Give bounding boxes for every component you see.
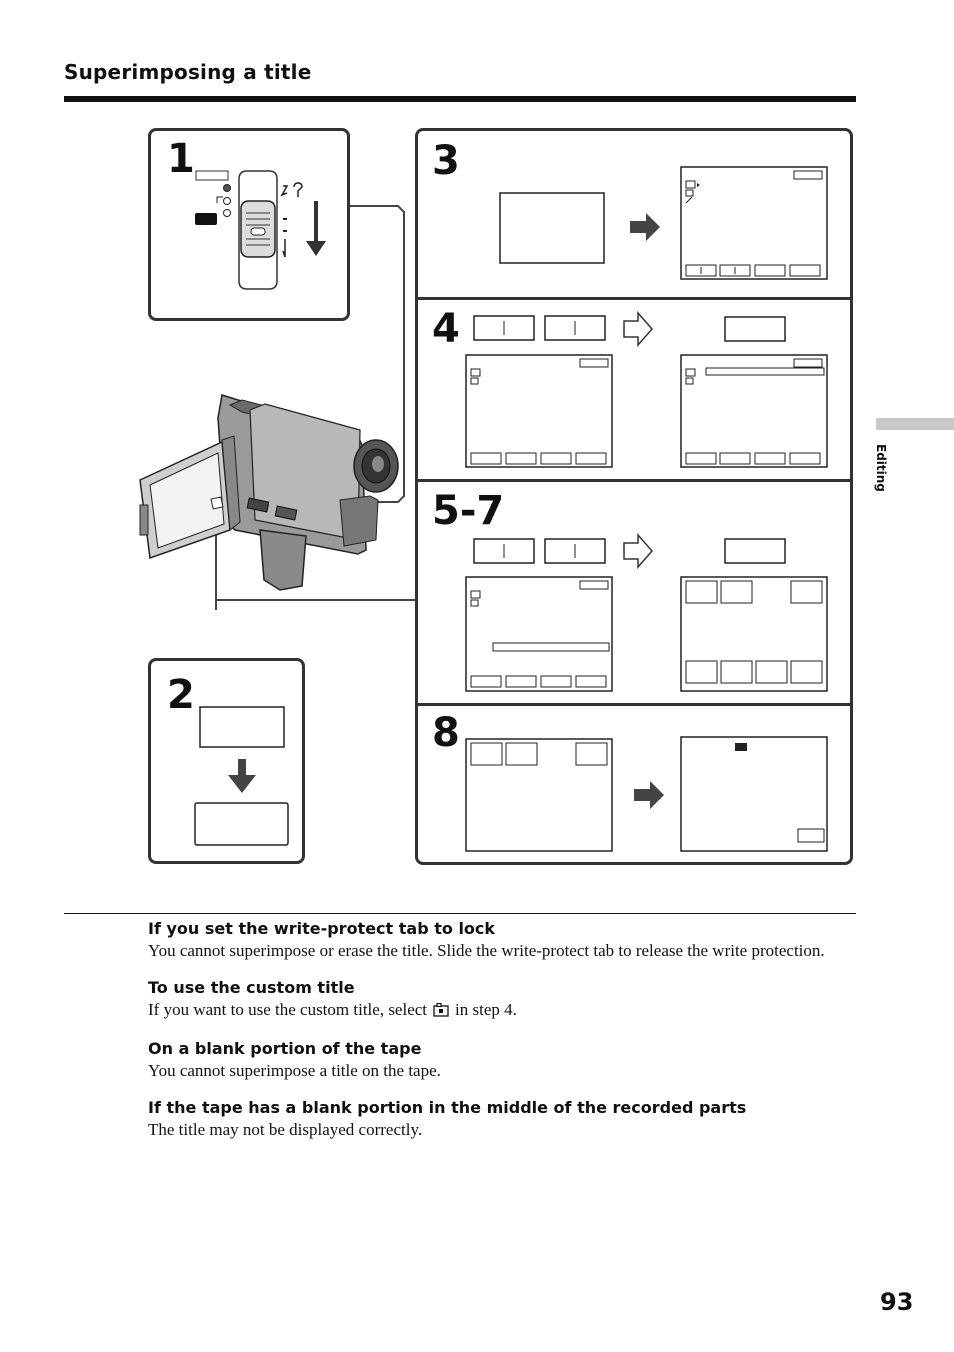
step-1-number: 1 — [167, 136, 195, 182]
note-body: You cannot superimpose or erase the titl… — [148, 941, 825, 960]
notes-rule — [64, 913, 856, 914]
section-tab — [876, 418, 954, 430]
note-title: To use the custom title — [148, 978, 355, 997]
note-custom-title: To use the custom title If you want to u… — [148, 977, 860, 1023]
step-2-panel: 2 — [148, 658, 305, 864]
divider — [418, 703, 850, 706]
notes-section: If you set the write-protect tab to lock… — [148, 918, 860, 1156]
custom-title-icon — [433, 1001, 449, 1023]
step-3-number: 3 — [432, 138, 460, 184]
step-8-number: 8 — [432, 710, 460, 756]
camcorder-illustration — [139, 205, 420, 610]
note-body: You cannot superimpose a title on the ta… — [148, 1061, 441, 1080]
step-2-number: 2 — [167, 672, 195, 718]
note-body: The title may not be displayed correctly… — [148, 1120, 423, 1139]
divider — [418, 479, 850, 482]
note-body-before: If you want to use the custom title, sel… — [148, 1000, 428, 1019]
note-body: If you want to use the custom title, sel… — [148, 999, 860, 1023]
step-5-7-number: 5-7 — [432, 488, 505, 534]
step-1-panel: 1 — [148, 128, 350, 321]
note-blank-middle: If the tape has a blank portion in the m… — [148, 1097, 860, 1141]
button-sequence-illustration — [194, 706, 289, 846]
page-title: Superimposing a title — [64, 60, 312, 84]
page-number: 93 — [880, 1288, 914, 1316]
note-write-protect: If you set the write-protect tab to lock… — [148, 918, 860, 962]
section-label: Editing — [874, 444, 888, 492]
note-blank-portion: On a blank portion of the tape You canno… — [148, 1038, 860, 1082]
title-rule — [64, 96, 856, 102]
divider — [418, 297, 850, 300]
lcd-screens-illustration — [465, 166, 828, 852]
step-3-8-panel: 3 4 5-7 8 — [415, 128, 853, 865]
note-title: On a blank portion of the tape — [148, 1039, 422, 1058]
note-title: If you set the write-protect tab to lock — [148, 919, 496, 938]
note-body-after: in step 4. — [455, 1000, 517, 1019]
step-4-number: 4 — [432, 306, 460, 352]
note-title: If the tape has a blank portion in the m… — [148, 1098, 747, 1117]
power-switch-illustration — [195, 170, 326, 290]
